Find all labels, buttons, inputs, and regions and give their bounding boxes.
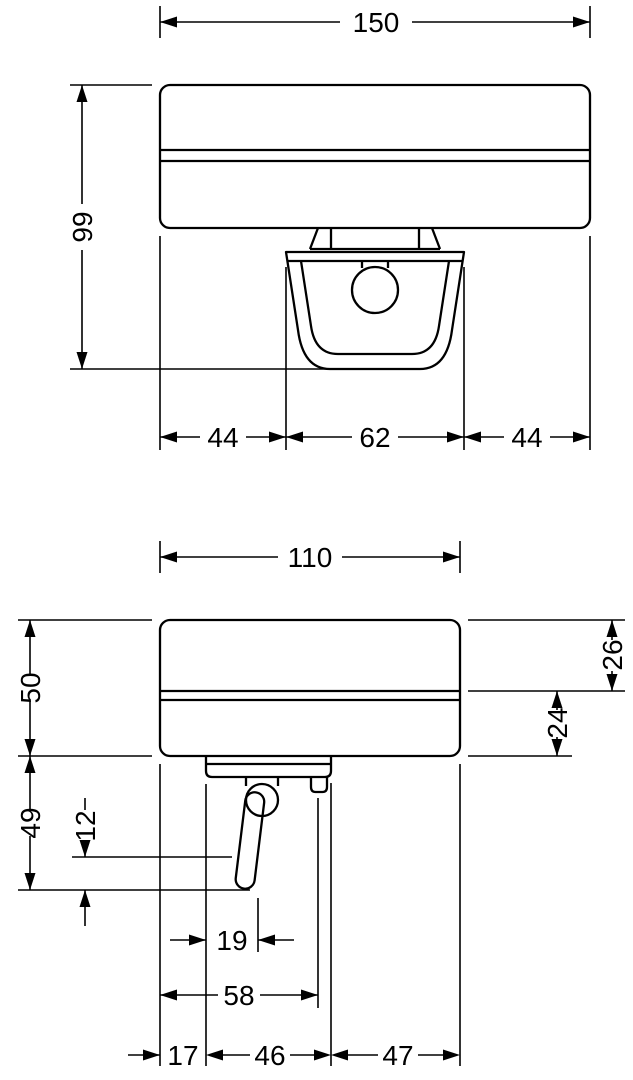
dim-side-bottom-left-label: 17 (167, 1040, 198, 1071)
dim-side-lever-clearance-label: 12 (70, 810, 101, 841)
dim-side-lever-clearance: 12 (70, 798, 232, 926)
dim-side-body-height: 50 (15, 619, 152, 757)
side-body-outline (158, 618, 462, 758)
holder-outer-outline (284, 250, 466, 371)
dim-side-mid-section: 24 (468, 691, 573, 757)
dim-side-bottom-right-label: 47 (382, 1040, 413, 1071)
dim-side-mid-section-label: 24 (542, 707, 573, 738)
dim-side-bottom-chain: 17 46 47 (128, 764, 461, 1071)
dim-side-depth-label: 110 (288, 542, 333, 573)
dim-front-bottom-chain: 44 62 44 (159, 236, 591, 453)
dim-front-bottom-left-label: 44 (207, 422, 238, 453)
dim-side-bottom-center-label: 46 (254, 1040, 285, 1071)
connector-left-edge (308, 227, 320, 250)
side-view-part (158, 618, 462, 890)
valve-tab (309, 777, 329, 794)
dim-side-top-section: 26 (468, 619, 628, 692)
lever-handle (234, 791, 266, 890)
dim-side-lever-offset: 19 (170, 784, 294, 1066)
dim-front-height-label: 99 (67, 211, 98, 242)
holder-knob (350, 265, 400, 315)
dim-front-width-label: 150 (353, 7, 400, 38)
front-view-part (158, 83, 592, 371)
dim-side-lower-height: 49 (15, 756, 250, 891)
dim-side-lever-offset-label: 19 (216, 925, 247, 956)
holder-inner-outline (299, 260, 451, 356)
dim-side-depth: 110 (159, 541, 461, 573)
dim-front-width: 150 (159, 6, 591, 38)
dim-side-lower-height-label: 49 (15, 807, 46, 838)
dim-side-front-to-stem: 58 (159, 764, 319, 1066)
front-body-outline (158, 83, 592, 230)
connector-right-edge (430, 227, 442, 250)
dim-side-top-section-label: 26 (597, 639, 628, 670)
dim-side-front-to-stem-label: 58 (223, 980, 254, 1011)
valve-collar (204, 756, 333, 779)
dim-front-bottom-center-label: 62 (359, 422, 390, 453)
dim-front-bottom-right-label: 44 (511, 422, 542, 453)
dim-side-body-height-label: 50 (15, 672, 46, 703)
